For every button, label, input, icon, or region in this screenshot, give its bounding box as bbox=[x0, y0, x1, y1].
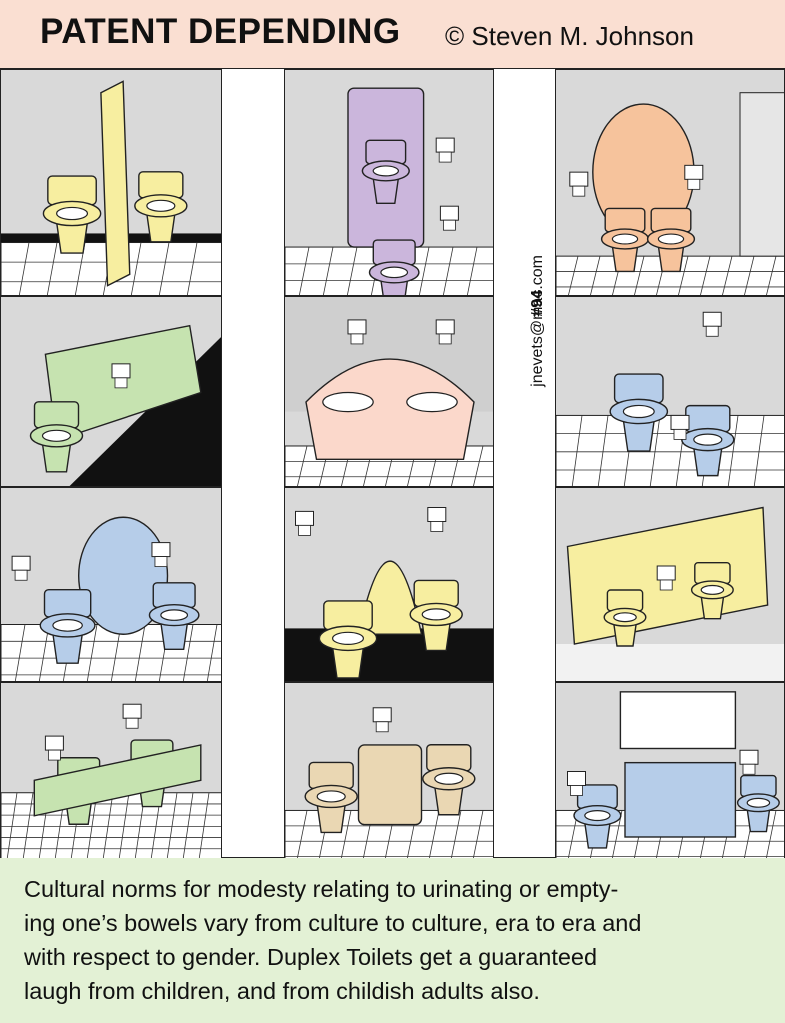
caption-line: laugh from children, and from childish a… bbox=[24, 978, 540, 1004]
comic-panel bbox=[0, 296, 222, 487]
split-partition-toilet-icon bbox=[1, 80, 221, 295]
caption-line: ing one’s bowels vary from culture to cu… bbox=[24, 910, 642, 936]
bench-double-toilet-icon bbox=[29, 324, 221, 486]
comic-panel bbox=[555, 682, 785, 859]
side-vertical-text: jnevets@mac.com#94 bbox=[519, 255, 549, 490]
comic-title: PATENT DEPENDING bbox=[40, 12, 401, 51]
comic-panel bbox=[284, 682, 494, 859]
caption-line: Cultural norms for modesty relating to u… bbox=[24, 876, 619, 902]
leaning-double-toilet-icon bbox=[1, 516, 221, 681]
comic-panel bbox=[555, 69, 785, 296]
caption-box: Cultural norms for modesty relating to u… bbox=[0, 858, 785, 1023]
vanity-double-toilet-icon bbox=[556, 691, 784, 858]
caption-text: Cultural norms for modesty relating to u… bbox=[24, 872, 769, 1008]
back-to-back-toilet-icon bbox=[285, 297, 493, 486]
side-by-side-toilet-icon bbox=[285, 707, 493, 858]
caption-line: with respect to gender. Duplex Toilets g… bbox=[24, 944, 598, 970]
panel-grid bbox=[0, 68, 785, 859]
comic-panel bbox=[0, 487, 222, 682]
round-double-toilet-icon bbox=[556, 92, 784, 295]
comic-panel bbox=[0, 682, 222, 859]
stepped-double-toilet-icon bbox=[1, 703, 221, 858]
author-credit: © Steven M. Johnson bbox=[445, 21, 694, 51]
comic-panel bbox=[284, 69, 494, 296]
twisted-double-toilet-icon bbox=[556, 311, 784, 486]
comic-panel bbox=[284, 296, 494, 487]
comic-panel bbox=[555, 487, 785, 682]
comic-number: #94 bbox=[529, 290, 546, 317]
comic-panel bbox=[284, 487, 494, 682]
cabinet-double-toilet-icon bbox=[556, 506, 784, 681]
email-vertical: jnevets@mac.com bbox=[529, 255, 546, 387]
comic-panel bbox=[0, 69, 222, 296]
hood-double-toilet-icon bbox=[285, 507, 493, 681]
stacked-toilet-icon bbox=[285, 87, 493, 295]
comic-panel bbox=[555, 296, 785, 487]
header-banner: PATENT DEPENDING © Steven M. Johnson bbox=[0, 0, 785, 68]
